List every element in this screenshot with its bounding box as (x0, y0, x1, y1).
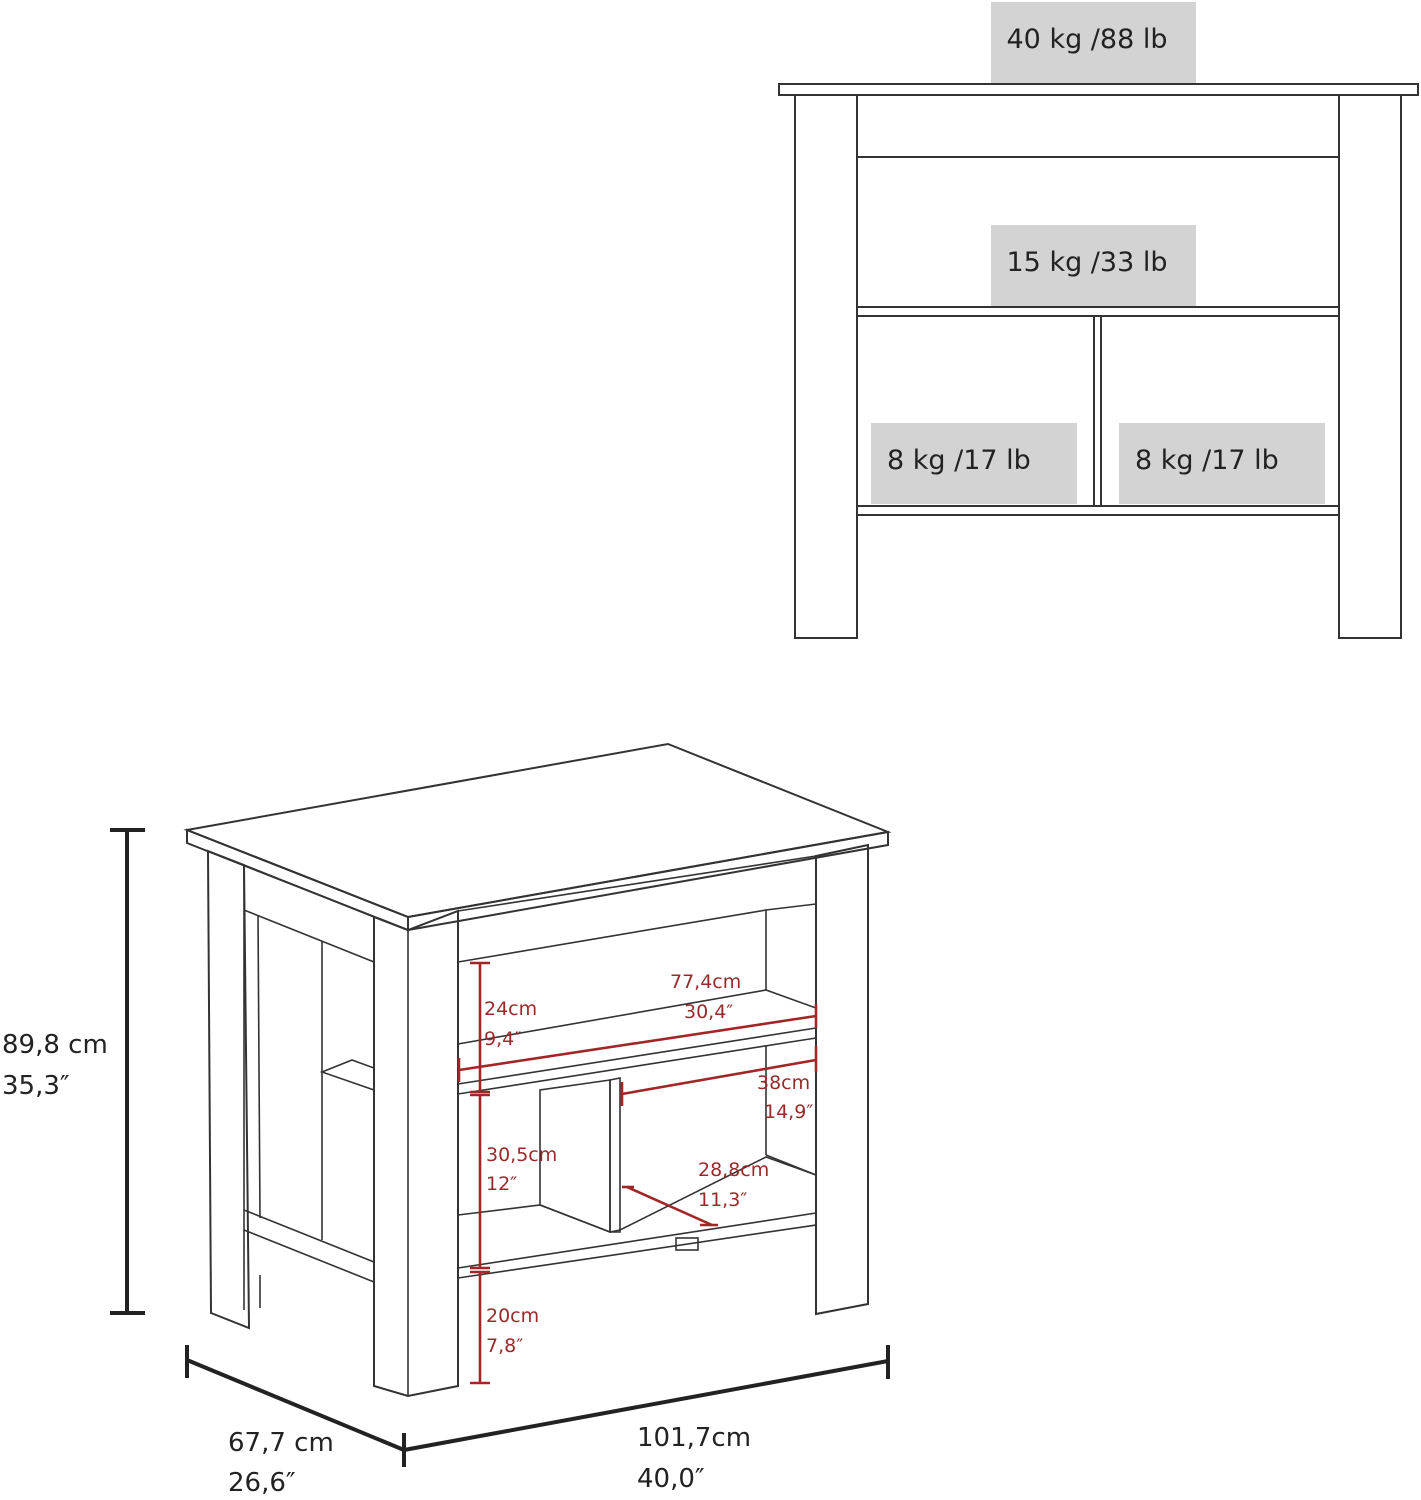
top-load-label: 40 kg /88 lb (1007, 24, 1168, 55)
depth-cm-label: 67,7 cm (228, 1428, 334, 1458)
left-cubby-load-label: 8 kg /17 lb (887, 445, 1031, 476)
height-cm-label: 89,8 cm (2, 1030, 108, 1060)
front-middle-shelf (856, 306, 1340, 317)
bottom-clearance-in: 7,8″ (486, 1335, 523, 1357)
middle-load-box (991, 225, 1196, 306)
left-cubby-load-box (871, 423, 1077, 504)
iso-tabletop (183, 742, 892, 919)
upper-opening-height-in: 9,4″ (484, 1028, 521, 1050)
cubby-height-cm: 30,5cm (486, 1144, 557, 1166)
middle-load-label: 15 kg /33 lb (1007, 247, 1168, 278)
front-left-leg (794, 94, 858, 639)
cubby-depth-cm: 28,8cm (698, 1159, 769, 1181)
iso-front-left-leg (373, 909, 459, 1398)
iso-back-left-leg (206, 849, 251, 1330)
height-in-label: 35,3″ (2, 1071, 70, 1101)
shelf-width-cm: 77,4cm (670, 971, 741, 993)
front-view: 40 kg /88 lb 15 kg /33 lb 8 kg /17 lb 8 … (778, 2, 1419, 639)
width-cm-label: 101,7cm (637, 1423, 751, 1453)
cubby-width-in: 14,9″ (764, 1101, 813, 1123)
bottom-clearance-cm: 20cm (486, 1305, 539, 1327)
width-in-label: 40,0″ (637, 1464, 705, 1494)
front-divider (1093, 315, 1102, 507)
front-right-leg (1338, 94, 1402, 639)
iso-bottom-shelf (457, 1156, 817, 1279)
iso-front-right-leg (815, 843, 869, 1316)
overall-dimension-lines (110, 828, 890, 1467)
cubby-height-in: 12″ (486, 1173, 517, 1195)
right-cubby-load-label: 8 kg /17 lb (1135, 445, 1279, 476)
front-bottom-shelf (856, 505, 1340, 516)
right-cubby-load-box (1119, 423, 1325, 504)
top-load-box (991, 2, 1196, 83)
cubby-width-cm: 38cm (757, 1072, 810, 1094)
isometric-view: 24cm 9,4″ 77,4cm 30,4″ 38cm 14,9″ 30,5cm… (183, 742, 892, 1398)
front-tabletop (778, 83, 1419, 96)
depth-in-label: 26,6″ (228, 1468, 296, 1498)
interior-dimension-lines (457, 961, 818, 1385)
cubby-depth-in: 11,3″ (698, 1189, 747, 1211)
shelf-width-in: 30,4″ (684, 1001, 733, 1023)
upper-opening-height-cm: 24cm (484, 998, 537, 1020)
